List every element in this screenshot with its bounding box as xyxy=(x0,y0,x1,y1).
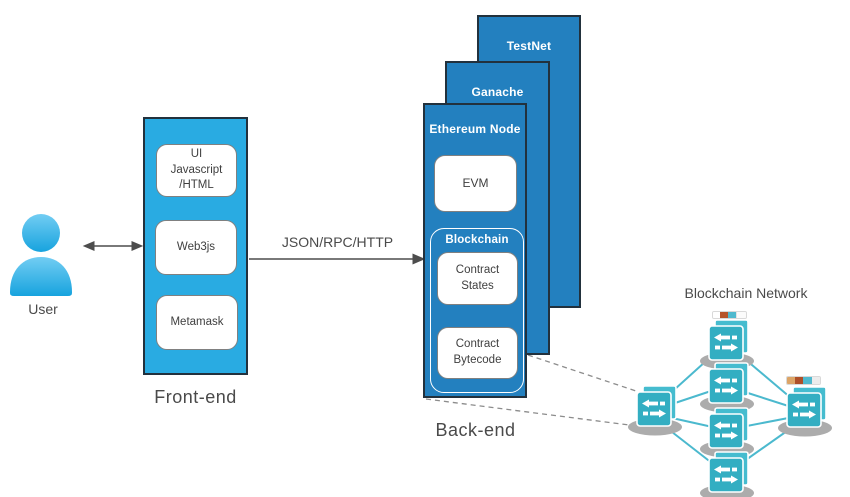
blockchain-group: Blockchain Contract States Contract Byte… xyxy=(430,228,524,393)
json-rpc-arrow xyxy=(249,253,426,265)
dashed-expansion-lines xyxy=(425,354,643,427)
backend-label: Back-end xyxy=(435,420,516,440)
evm-box: EVM xyxy=(434,155,517,212)
user-frontend-arrow xyxy=(82,240,144,252)
testnet-label: TestNet xyxy=(506,39,552,53)
backend-layer-ethereum-node: Ethereum Node EVM Blockchain Contract St… xyxy=(423,103,527,398)
network-switch-icon xyxy=(698,450,758,497)
user-icon xyxy=(10,214,72,296)
ethereum-node-label: Ethereum Node xyxy=(429,122,521,136)
frontend-label: Front-end xyxy=(154,387,237,407)
frontend-component-ui: UI Javascript /HTML xyxy=(156,144,237,197)
status-bar-icon xyxy=(786,376,821,385)
network-switch-icon xyxy=(698,406,758,460)
network-switch-icon xyxy=(626,384,686,438)
blockchain-label: Blockchain xyxy=(445,234,509,246)
status-bar-icon xyxy=(712,311,747,319)
contract-states-box: Contract States xyxy=(437,252,518,305)
frontend-component-web3js: Web3js xyxy=(155,220,237,275)
frontend-component-metamask: Metamask xyxy=(156,295,238,350)
json-rpc-label: JSON/RPC/HTTP xyxy=(281,234,394,250)
user-label: User xyxy=(28,301,58,317)
network-switch-icon xyxy=(698,361,758,415)
frontend-panel: UI Javascript /HTML Web3js Metamask xyxy=(143,117,248,375)
contract-bytecode-box: Contract Bytecode xyxy=(437,327,518,379)
ganache-label: Ganache xyxy=(471,85,524,99)
blockchain-network-label: Blockchain Network xyxy=(684,285,808,301)
network-switch-icon xyxy=(776,385,836,439)
